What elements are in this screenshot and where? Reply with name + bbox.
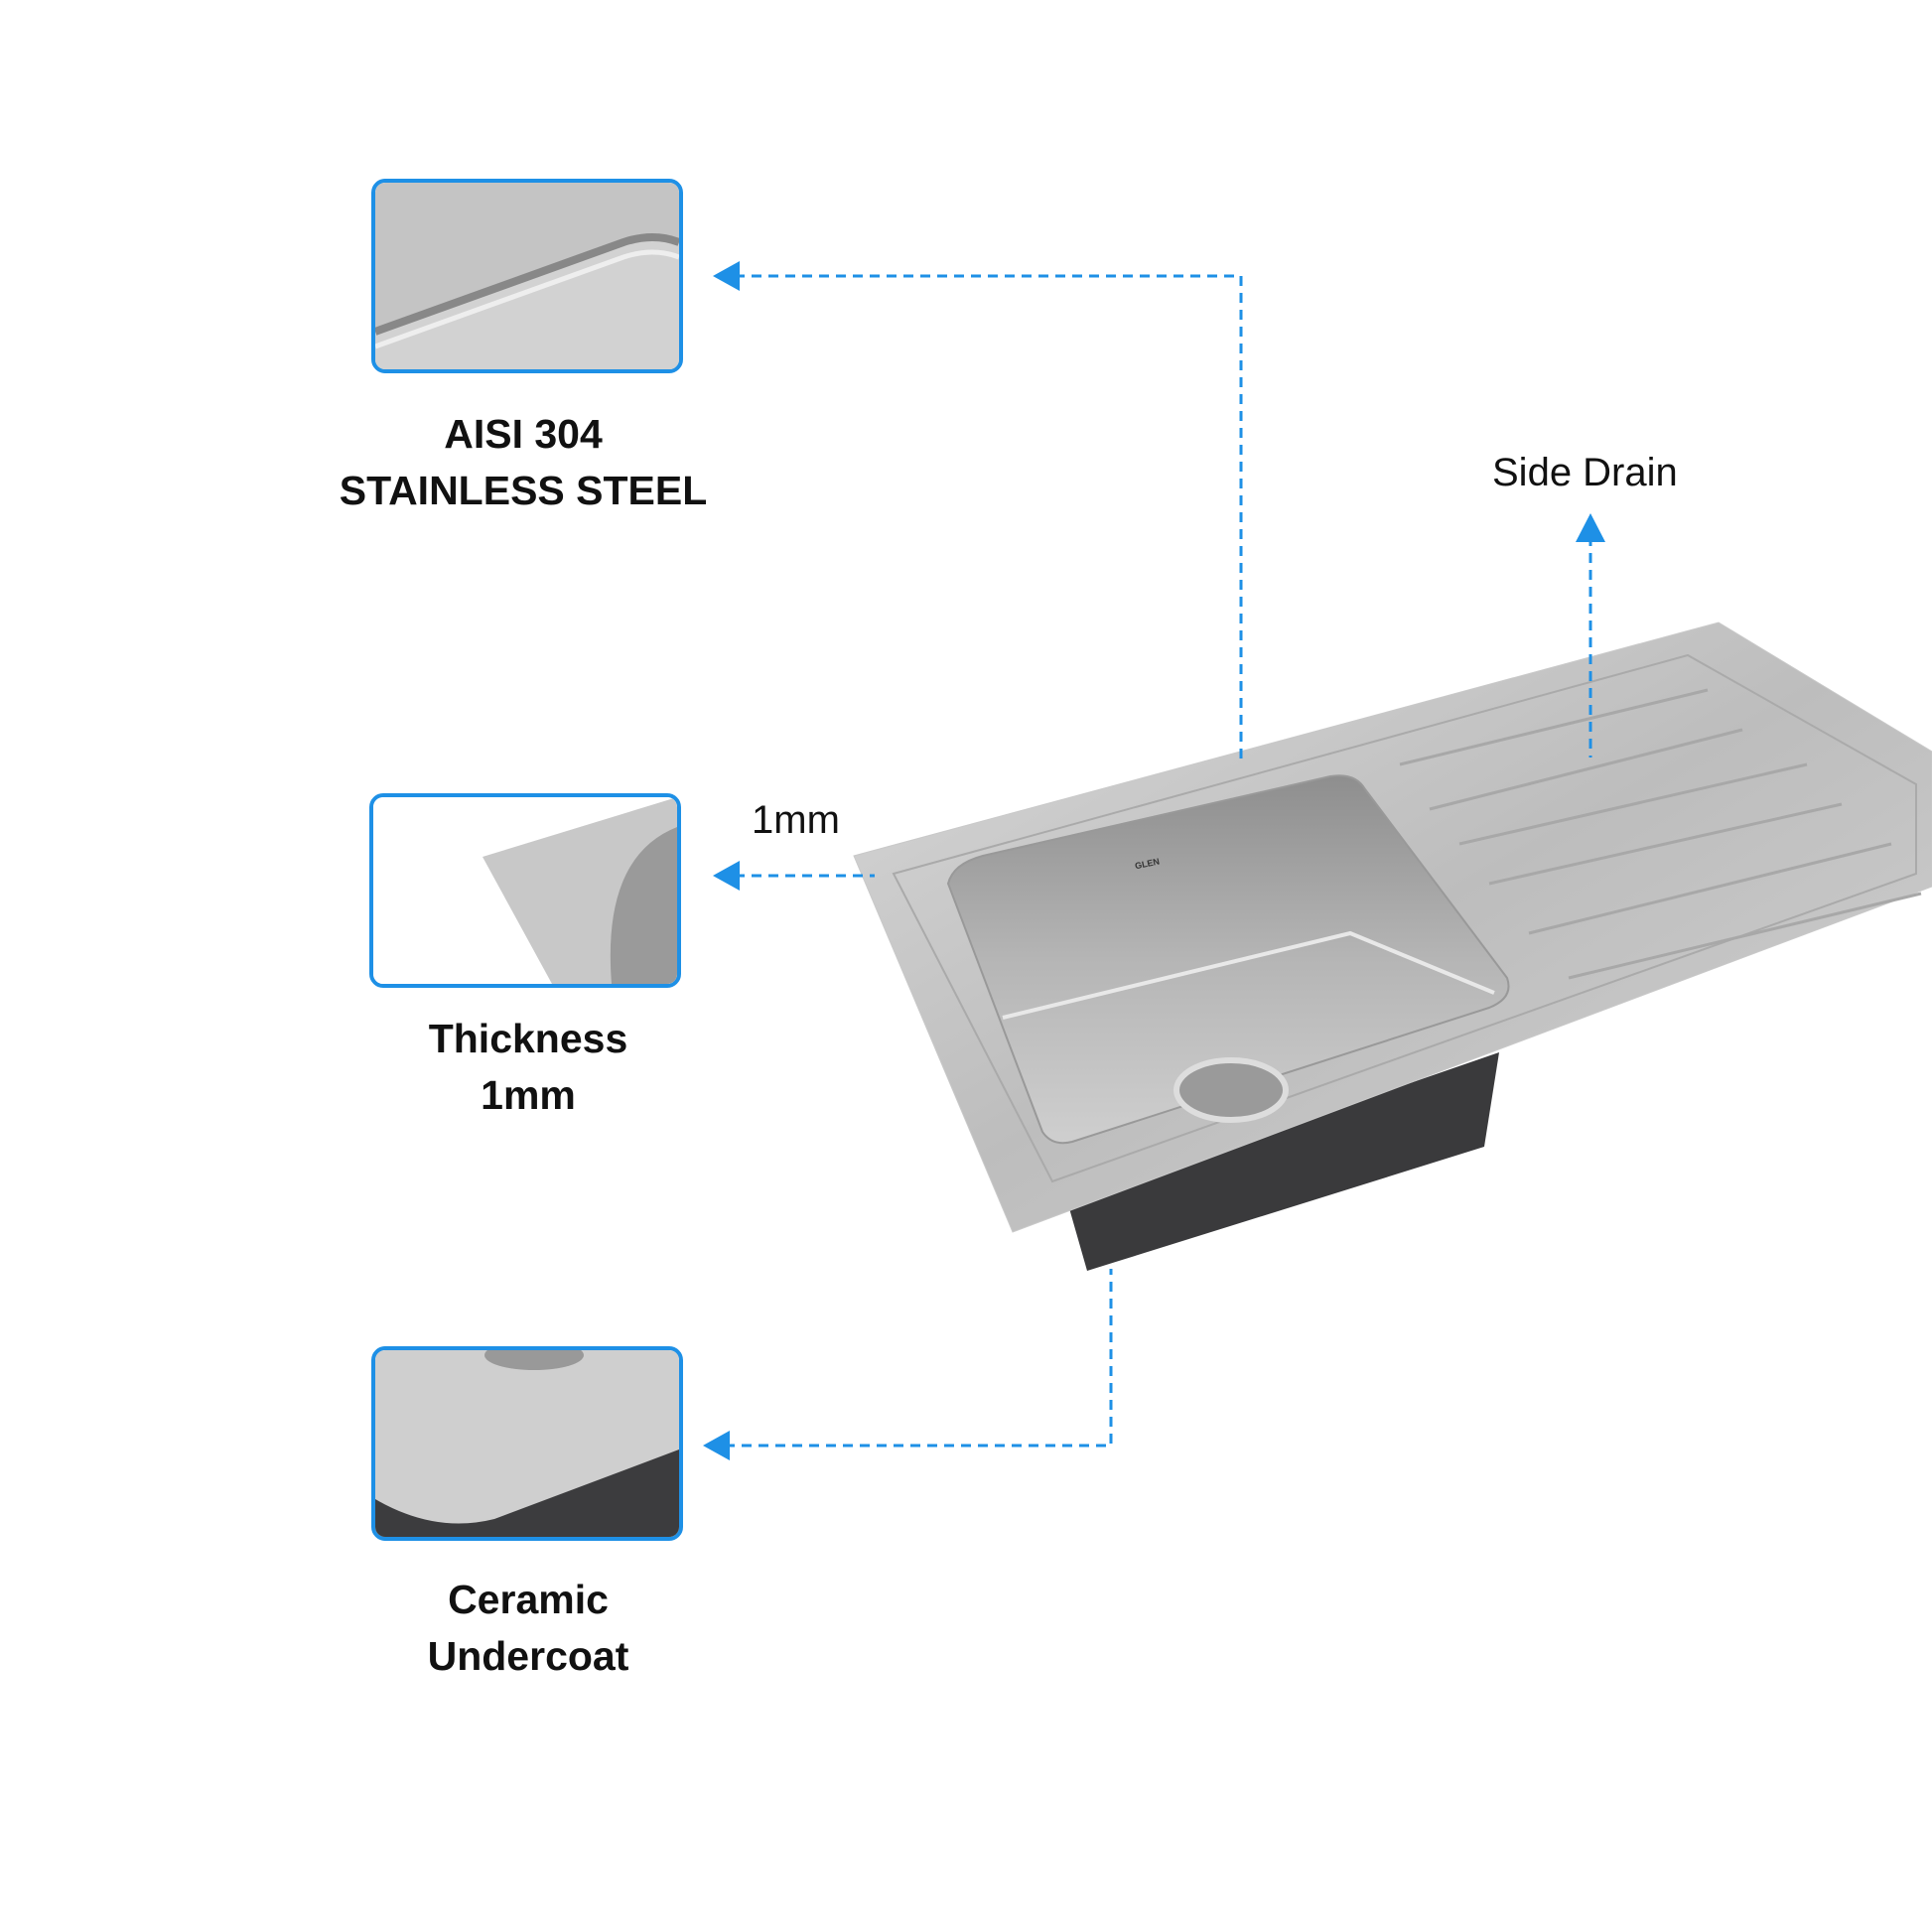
feature-subtitle: 1mm	[481, 1072, 576, 1118]
arrow-up-icon	[1576, 513, 1605, 542]
side-drain-callout-label: Side Drain	[1492, 451, 1678, 494]
arrow-left-icon	[713, 861, 740, 891]
thickness-closeup-thumbnail	[369, 793, 681, 988]
arrow-left-icon	[713, 261, 740, 291]
undercoat-closeup-thumbnail	[371, 1346, 683, 1541]
arrowheads	[703, 261, 1605, 1460]
thickness-callout-label: 1mm	[752, 798, 840, 842]
feature-subtitle: STAINLESS STEEL	[339, 468, 708, 513]
feature-label-steel: AISI 304 STAINLESS STEEL	[275, 406, 771, 519]
feature-title: AISI 304	[444, 411, 603, 457]
feature-title: Ceramic	[448, 1577, 609, 1622]
callout-lines	[725, 274, 1592, 1448]
feature-title: Thickness	[428, 1016, 628, 1061]
sink-body: GLEN	[853, 621, 1932, 1271]
steel-closeup-thumbnail	[371, 179, 683, 373]
arrow-left-icon	[703, 1431, 730, 1460]
feature-label-thickness: Thickness 1mm	[280, 1011, 776, 1124]
feature-subtitle: Undercoat	[427, 1633, 629, 1679]
feature-label-undercoat: Ceramic Undercoat	[280, 1572, 776, 1685]
